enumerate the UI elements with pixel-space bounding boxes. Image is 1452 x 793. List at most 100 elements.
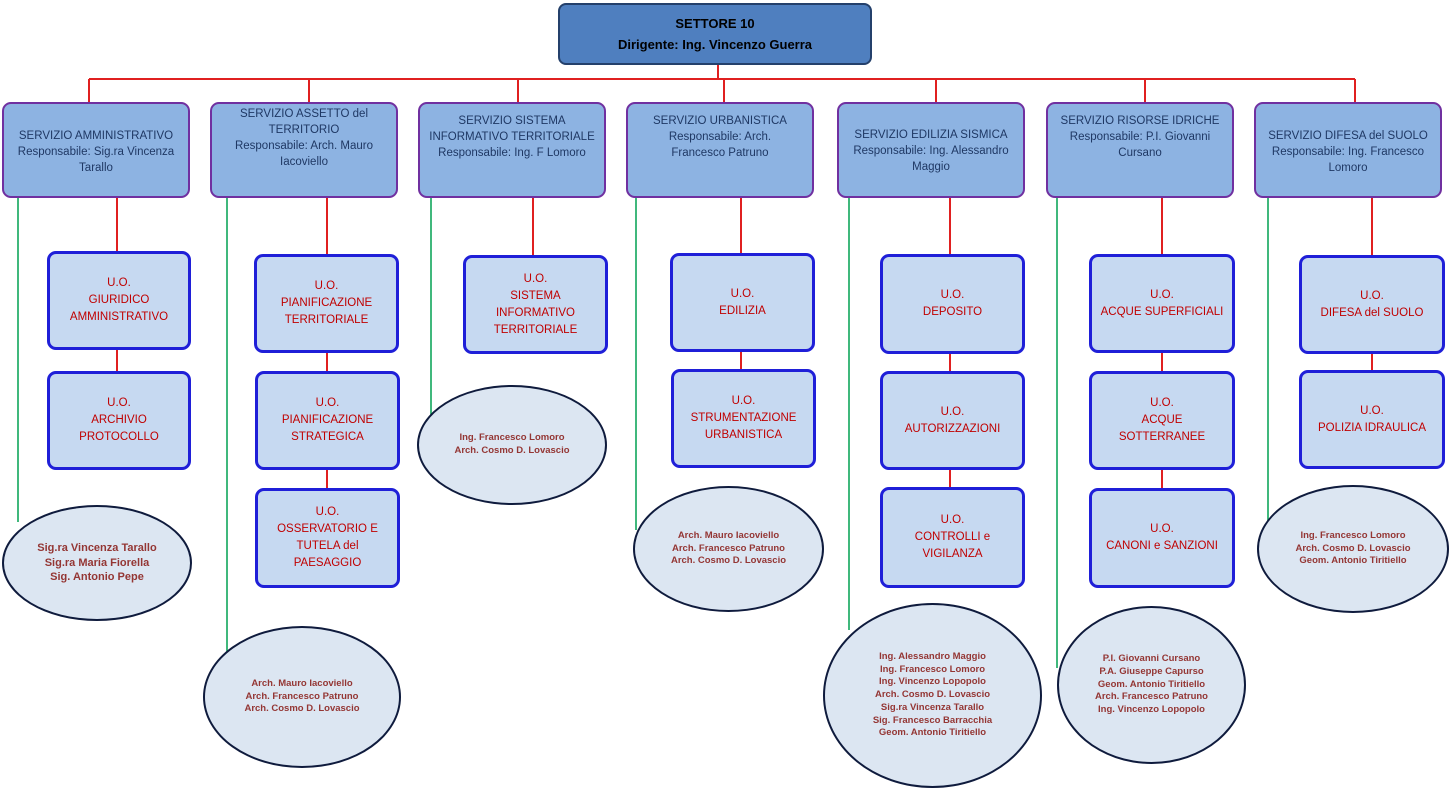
- uo-label: U.O.: [940, 514, 965, 526]
- staff-difesa-suolo: Ing. Francesco Lomoro Arch. Cosmo D. Lov…: [1257, 485, 1449, 613]
- uo-pianificazione-strategica: U.O. PIANIFICAZIONE STRATEGICA: [255, 371, 400, 470]
- service-resp: Maggio: [912, 161, 950, 173]
- uo-label: URBANISTICA: [704, 429, 783, 441]
- service-resp: Iacoviello: [280, 156, 328, 168]
- uo-label: AMMINISTRATIVO: [69, 311, 169, 323]
- service-resp: Responsabile: Sig.ra Vincenza: [17, 146, 175, 158]
- uo-canoni-sanzioni: U.O. CANONI e SANZIONI: [1089, 488, 1235, 588]
- staff-sistema-informativo: Ing. Francesco Lomoro Arch. Cosmo D. Lov…: [417, 385, 607, 505]
- uo-label: STRUMENTAZIONE: [690, 412, 797, 424]
- uo-label: U.O.: [1150, 523, 1174, 535]
- uo-label: ACQUE: [1141, 414, 1183, 426]
- uo-label: AUTORIZZAZIONI: [904, 422, 1001, 435]
- staff-member: Arch. Francesco Patruno: [672, 542, 785, 554]
- staff-member: Arch. Cosmo D. Lovascio: [874, 689, 991, 701]
- uo-label: U.O.: [314, 280, 339, 292]
- uo-label: U.O.: [523, 272, 548, 285]
- staff-member: Sig. Francesco Barracchia: [872, 714, 993, 726]
- uo-label: U.O.: [107, 397, 131, 409]
- staff-member: Sig.ra Vincenza Tarallo: [37, 542, 157, 555]
- staff-member: Arch. Cosmo D. Lovascio: [244, 703, 360, 715]
- service-resp: Responsabile: Ing. F Lomoro: [438, 147, 586, 159]
- uo-label: U.O.: [315, 506, 340, 518]
- uo-acque-superficiali: U.O. ACQUE SUPERFICIALI: [1089, 254, 1235, 353]
- staff-member: Sig.ra Vincenza Tarallo: [880, 701, 985, 713]
- uo-label: TERRITORIALE: [284, 314, 369, 326]
- service-sistema-informativo: SERVIZIO SISTEMA INFORMATIVO TERRITORIAL…: [418, 102, 606, 198]
- service-resp: Responsabile: P.I. Giovanni: [1069, 131, 1211, 143]
- uo-label: U.O.: [1360, 289, 1384, 302]
- staff-member: Arch. Francesco Patruno: [245, 690, 359, 702]
- staff-member: Geom. Antonio Tiritiello: [878, 727, 987, 739]
- staff-risorse-idriche: P.I. Giovanni Cursano P.A. Giuseppe Capu…: [1057, 606, 1246, 764]
- staff-member: Ing. Vincenzo Lopopolo: [879, 676, 986, 688]
- uo-edilizia: U.O. EDILIZIA: [670, 253, 815, 352]
- staff-member: P.A. Giuseppe Capurso: [1099, 665, 1204, 677]
- service-amministrativo: SERVIZIO AMMINISTRATIVO Responsabile: Si…: [2, 102, 190, 198]
- uo-label: U.O.: [730, 287, 755, 300]
- uo-strumentazione-urbanistica: U.O. STRUMENTAZIONE URBANISTICA: [671, 369, 816, 468]
- staff-urbanistica: Arch. Mauro Iacoviello Arch. Francesco P…: [633, 486, 824, 612]
- uo-label: CANONI e SANZIONI: [1106, 540, 1218, 552]
- uo-label: PROTOCOLLO: [79, 431, 159, 443]
- staff-amministrativo: Sig.ra Vincenza Tarallo Sig.ra Maria Fio…: [2, 505, 192, 621]
- settore-box: SETTORE 10 Dirigente: Ing. Vincenzo Guer…: [558, 3, 872, 65]
- uo-label: U.O.: [315, 397, 340, 409]
- staff-member: Ing. Francesco Lomoro: [459, 432, 565, 444]
- service-resp: Responsabile: Arch. Mauro: [234, 140, 374, 152]
- staff-member: P.I. Giovanni Cursano: [1102, 653, 1201, 664]
- staff-member: Arch. Cosmo D. Lovascio: [670, 555, 787, 567]
- service-edilizia-sismica: SERVIZIO EDILIZIA SISMICA Responsabile: …: [837, 102, 1025, 198]
- uo-autorizzazioni: U.O. AUTORIZZAZIONI: [880, 371, 1025, 470]
- uo-sistema-informativo: U.O. SISTEMA INFORMATIVO TERRITORIALE: [463, 255, 608, 354]
- service-resp: Lomoro: [1328, 162, 1368, 174]
- service-name: SERVIZIO EDILIZIA SISMICA: [854, 129, 1008, 141]
- service-difesa-suolo: SERVIZIO DIFESA del SUOLO Responsabile: …: [1254, 102, 1442, 198]
- uo-osservatorio-paesaggio: U.O. OSSERVATORIO E TUTELA del PAESAGGIO: [255, 488, 400, 588]
- staff-member: Arch. Mauro Iacoviello: [677, 529, 780, 541]
- uo-label: ACQUE SUPERFICIALI: [1100, 305, 1224, 318]
- uo-label: PAESAGGIO: [293, 557, 362, 569]
- uo-label: U.O.: [731, 395, 756, 407]
- uo-label: PIANIFICAZIONE: [281, 414, 374, 426]
- service-resp: Responsabile: Ing. Francesco: [1271, 146, 1425, 158]
- dirigente-label: Dirigente: Ing. Vincenzo Guerra: [617, 37, 813, 52]
- uo-deposito: U.O. DEPOSITO: [880, 254, 1025, 354]
- staff-member: Geom. Antonio Tiritiello: [1299, 555, 1407, 567]
- staff-member: Ing. Francesco Lomoro: [879, 663, 986, 675]
- service-urbanistica: SERVIZIO URBANISTICA Responsabile: Arch.…: [626, 102, 814, 198]
- staff-member: Arch. Cosmo D. Lovascio: [454, 445, 570, 456]
- uo-label: EDILIZIA: [719, 304, 766, 317]
- staff-member: Ing. Vincenzo Lopopolo: [1098, 704, 1205, 716]
- uo-label: DEPOSITO: [922, 306, 983, 318]
- service-assetto-territorio: SERVIZIO ASSETTO del TERRITORIO Responsa…: [210, 102, 398, 198]
- service-name: SERVIZIO DIFESA del SUOLO: [1268, 130, 1428, 142]
- service-resp: Responsabile: Ing. Alessandro: [853, 145, 1009, 157]
- uo-pianificazione-territoriale: U.O. PIANIFICAZIONE TERRITORIALE: [254, 254, 399, 353]
- service-risorse-idriche: SERVIZIO RISORSE IDRICHE Responsabile: P…: [1046, 102, 1234, 198]
- staff-member: Ing. Alessandro Maggio: [879, 650, 986, 662]
- uo-label: STRATEGICA: [291, 431, 364, 443]
- uo-label: TERRITORIALE: [493, 323, 578, 336]
- staff-member: Arch. Mauro Iacoviello: [251, 677, 353, 689]
- uo-label: GIURIDICO: [88, 294, 150, 306]
- uo-label: U.O.: [940, 405, 965, 418]
- staff-member: Arch. Cosmo D. Lovascio: [1295, 542, 1411, 554]
- uo-label: SOTTERRANEE: [1118, 431, 1206, 443]
- uo-label: U.O.: [1360, 404, 1384, 417]
- staff-member: Sig.ra Maria Fiorella: [44, 556, 150, 569]
- uo-label: U.O.: [940, 289, 965, 301]
- staff-member: Ing. Francesco Lomoro: [1300, 529, 1406, 541]
- uo-label: TUTELA del: [296, 540, 359, 552]
- uo-label: VIGILANZA: [922, 548, 983, 560]
- uo-label: INFORMATIVO: [495, 306, 575, 319]
- uo-label: CONTROLLI e: [914, 531, 991, 543]
- settore-title: SETTORE 10: [675, 16, 755, 31]
- service-name: SERVIZIO ASSETTO del: [239, 108, 369, 120]
- uo-label: U.O.: [1150, 397, 1174, 409]
- uo-polizia-idraulica: U.O. POLIZIA IDRAULICA: [1299, 370, 1445, 469]
- service-name: TERRITORIO: [268, 124, 340, 136]
- uo-label: OSSERVATORIO E: [277, 523, 378, 535]
- service-resp: Francesco Patruno: [671, 147, 769, 159]
